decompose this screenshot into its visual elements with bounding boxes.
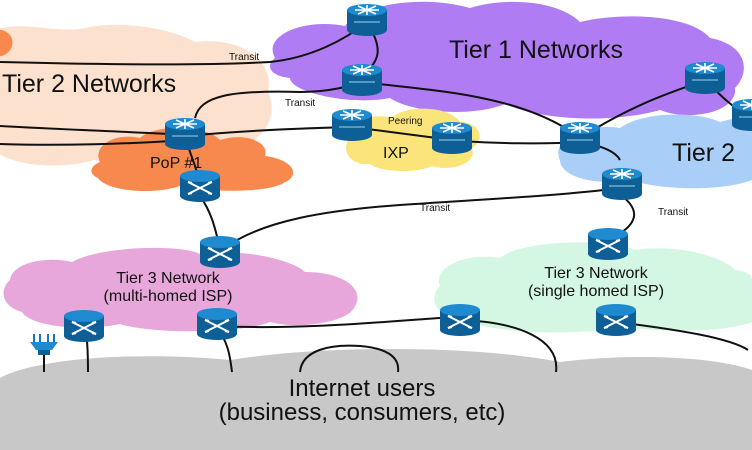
transit-label: Transit [658,207,688,218]
internet-users-label: Internet users [289,375,436,402]
router-icon [731,98,752,132]
switch-icon [199,235,241,269]
router-icon [559,121,601,155]
tier3-right-sublabel: (single homed ISP) [528,283,664,300]
ixp-label: IXP [383,145,409,162]
router-icon [684,61,726,95]
wireless-access-point-icon [29,333,59,356]
router-icon [331,108,373,142]
peering-label: Peering [388,116,422,127]
internet-users-cloud [0,348,752,450]
transit-label: Transit [229,52,259,63]
tier3-right-label: Tier 3 Network [544,265,648,282]
router-icon [164,117,206,151]
transit-label: Transit [420,203,450,214]
router-icon [601,167,643,201]
tier2-left-orange-cloud-edge [0,29,13,57]
tier2-right-cloud [558,114,752,189]
internet-users-sublabel: (business, consumers, etc) [219,399,506,426]
router-icon [341,63,383,97]
switch-icon [595,303,637,337]
switch-icon [63,309,105,343]
switch-icon [439,303,481,337]
pop-label: PoP #1 [150,155,202,172]
switch-icon [196,307,238,341]
tier1-label: Tier 1 Networks [449,36,623,64]
tier3-left-label: Tier 3 Network [116,270,220,287]
transit-label: Transit [285,98,315,109]
link-labels: Transit Transit Peering Transit Transit [229,52,688,218]
tier1-cloud [270,1,744,119]
tier3-left-sublabel: (multi-homed ISP) [104,288,233,305]
tier2-left-label: Tier 2 Networks [2,70,176,98]
switch-icon [587,227,629,261]
tier3-left-cloud [3,247,358,332]
cloud-labels: Tier 1 Networks Tier 2 Networks Tier 2 P… [2,36,735,426]
tier3-right-cloud [434,242,752,333]
switch-icon [179,169,221,203]
router-icon [431,121,473,155]
tier2-right-label: Tier 2 [672,139,735,167]
router-icon [346,3,388,37]
